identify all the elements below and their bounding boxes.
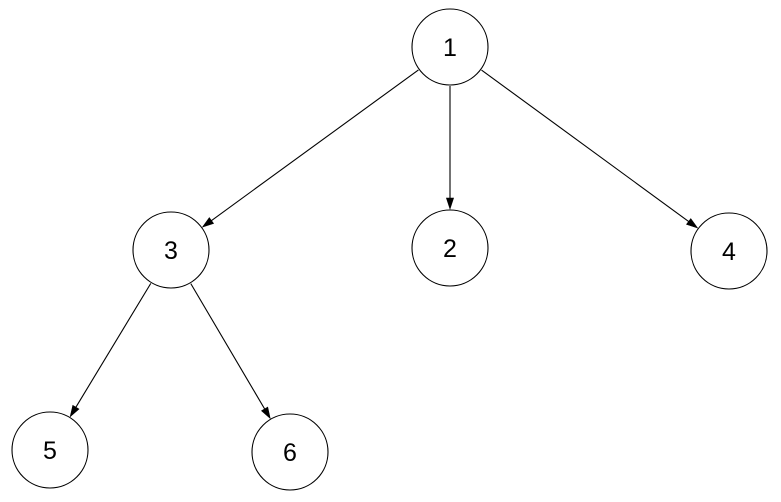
node-4[interactable]: 4	[690, 212, 768, 290]
node-2-circle	[411, 209, 489, 287]
node-3-label: 3	[164, 237, 178, 265]
edge-3-to-6-line	[190, 283, 267, 411]
edge-1-to-2[interactable]	[445, 86, 455, 210]
node-1-circle	[411, 8, 489, 86]
edge-3-to-5-arrowhead	[69, 404, 80, 418]
edge-1-to-4[interactable]	[481, 69, 699, 229]
edge-1-to-4-arrowhead	[686, 218, 699, 229]
node-2[interactable]: 2	[411, 209, 489, 287]
edge-1-to-3[interactable]	[201, 69, 419, 228]
node-4-circle	[690, 212, 768, 290]
edge-1-to-2-arrowhead	[445, 197, 455, 210]
edge-3-to-5[interactable]	[69, 283, 152, 418]
edge-1-to-3-arrowhead	[201, 217, 215, 228]
node-1[interactable]: 1	[411, 8, 489, 86]
edge-3-to-6-arrowhead	[261, 406, 271, 420]
edge-1-to-3-line	[209, 69, 419, 223]
node-layer: 1 2 3 4 5 6	[11, 8, 768, 491]
node-1-label: 1	[443, 34, 457, 62]
node-2-label: 2	[443, 235, 457, 263]
node-6-circle	[251, 413, 329, 491]
edge-3-to-6[interactable]	[190, 283, 271, 420]
node-6-label: 6	[283, 439, 297, 467]
edge-1-to-4-line	[481, 69, 691, 224]
edge-3-to-5-line	[74, 283, 152, 410]
node-5-circle	[11, 411, 89, 489]
node-3[interactable]: 3	[132, 211, 210, 289]
node-5-label: 5	[43, 437, 57, 465]
node-5[interactable]: 5	[11, 411, 89, 489]
node-6[interactable]: 6	[251, 413, 329, 491]
node-4-label: 4	[722, 238, 736, 266]
edge-layer	[69, 69, 699, 420]
node-3-circle	[132, 211, 210, 289]
